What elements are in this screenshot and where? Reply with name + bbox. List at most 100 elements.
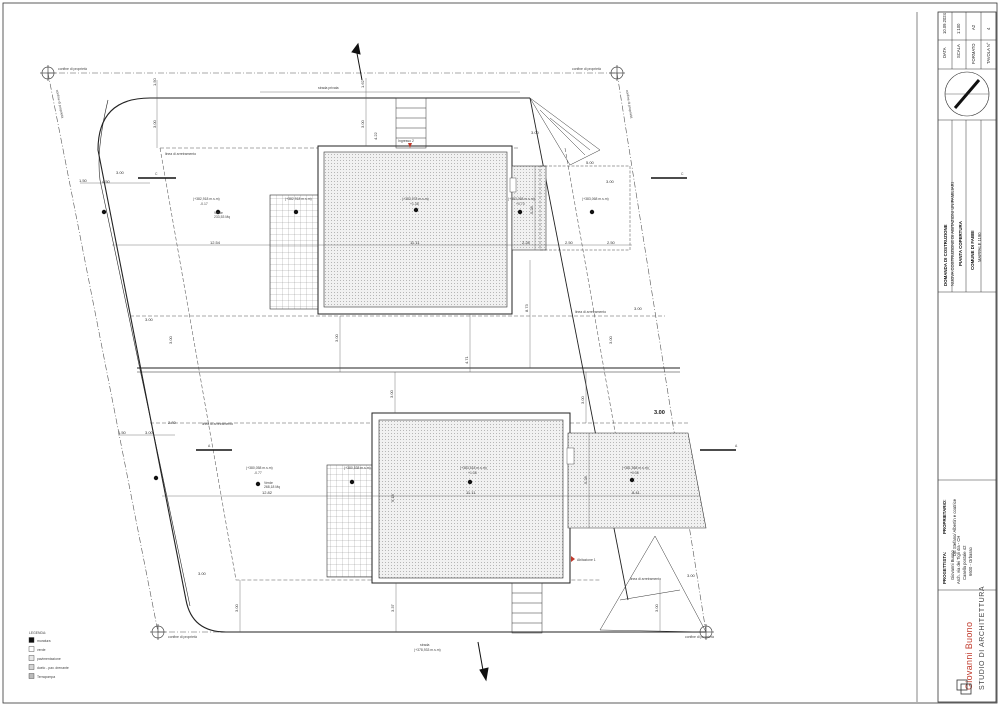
dim-150-low: 1.50 bbox=[118, 430, 127, 435]
dim-300-d: 3.00 bbox=[168, 335, 173, 344]
lower-entry-steps bbox=[511, 582, 543, 634]
dim-918: 9.18 bbox=[390, 493, 395, 502]
lower-house: Abitazione 1 bbox=[326, 412, 707, 634]
dim-300-k: 3.00 bbox=[687, 573, 696, 578]
north-arrow-top bbox=[351, 42, 363, 81]
lower-right-ramp bbox=[599, 535, 707, 633]
tb-data-value: 10.09.2024 bbox=[942, 12, 947, 34]
arretramento-2: linea di arretramento bbox=[575, 310, 606, 314]
confine-bottom-left: confine di proprietà bbox=[168, 635, 197, 639]
dim-250-a: 2.50 bbox=[565, 240, 574, 245]
legend: LEGENDA: muraturaverdepavimentazioneduel… bbox=[28, 631, 69, 679]
section-c-left: C bbox=[155, 172, 158, 176]
section-markers bbox=[138, 177, 736, 451]
section-a-right: A bbox=[735, 444, 738, 448]
tb-progettista-line3: Casella postale 42 bbox=[962, 545, 967, 580]
dim-300-n: 3.00 bbox=[531, 130, 540, 135]
level-upper-right-rel: +0.70 bbox=[516, 202, 525, 206]
dim-300-c: 3.00 bbox=[634, 306, 643, 311]
spot-level-markers bbox=[101, 207, 635, 487]
level-upper-mid: (+382,918 m.s.m) bbox=[285, 197, 312, 201]
dim-150-top: 1.50 bbox=[152, 77, 157, 86]
title-block: DATA 10.09.2024 SCALA 1:100 FORMATO A2 T… bbox=[916, 11, 997, 703]
verde-lower-label: Verde bbox=[264, 481, 273, 485]
verde-upper-label: Verde bbox=[214, 211, 223, 215]
dim-528-up: 5.28 bbox=[529, 205, 534, 214]
level-upper-left: (+382,918 m.s.m) bbox=[193, 197, 220, 201]
dim-1282: 12.82 bbox=[262, 490, 273, 495]
confine-bottom-right: confine di proprietà bbox=[685, 635, 714, 639]
studio-logo: Giovanni Buono STUDIO DI ARCHITETTURA bbox=[956, 586, 986, 695]
legend-title: LEGENDA: bbox=[29, 631, 46, 635]
level-upper-right: (+383,068 m.s.m) bbox=[508, 197, 535, 201]
dim-300-b: 3.00 bbox=[145, 317, 154, 322]
logo-mark-icon bbox=[956, 679, 972, 695]
arretramento-3: linea di arretramento bbox=[202, 422, 233, 426]
legend-swatch bbox=[28, 637, 35, 643]
level-lower-mid: (+380,538 m.s.m) bbox=[344, 466, 371, 470]
dim-300-g: 3.00 bbox=[389, 389, 394, 398]
dim-500-right: 5.00 bbox=[586, 160, 595, 165]
level-lower-main-rel: +1.38 bbox=[468, 471, 477, 475]
upper-right-paving bbox=[539, 165, 631, 251]
section-c-right: C bbox=[681, 172, 684, 176]
confine-right: confine di proprietà bbox=[625, 90, 633, 119]
level-lower-right: (+381,568 m.s.m) bbox=[622, 466, 649, 470]
verde-lower-value: 268,18 Mq bbox=[264, 485, 280, 489]
dim-300-i: 3.00 bbox=[654, 410, 665, 416]
legend-swatch bbox=[28, 646, 35, 652]
tb-project-line2: NUOVA COSTRUZIONE DI ABITAZIONI UNIFAMIL… bbox=[950, 182, 955, 286]
tb-proprietario-label: PROPRIETARIO: bbox=[942, 499, 947, 534]
dim-873: 8.73 bbox=[524, 303, 529, 312]
dim-280: 2.80 bbox=[168, 420, 177, 425]
dim-300-e: 3.00 bbox=[334, 333, 339, 342]
dimension-lines bbox=[80, 78, 700, 632]
tb-proprietario-value: DE Stefano/ Albertin e coatrice bbox=[952, 498, 957, 556]
dim-471: 4.71 bbox=[464, 355, 469, 364]
upper-entry-steps bbox=[395, 97, 427, 149]
tb-progettista-line2: Arch. via dei Tigli 4/a - CH bbox=[956, 536, 961, 584]
dim-450-left: 4.50 bbox=[102, 179, 111, 184]
tb-project-line4: COMUNE DI FABBI bbox=[970, 230, 975, 270]
tb-project-line5: MAPPALE 1190 bbox=[977, 232, 982, 262]
arretramento-1: linea di arretramento bbox=[165, 152, 196, 156]
dim-1111-up: 11.11 bbox=[410, 240, 420, 245]
dim-337: 3.37 bbox=[390, 603, 395, 612]
dim-162: 1.62 bbox=[360, 79, 365, 88]
logo-name: Giovanni Buono bbox=[964, 622, 974, 690]
ingresso-lower-label: Abitazione 1 bbox=[577, 558, 596, 562]
level-bottom-street: (+378,933 m.s.m) bbox=[414, 648, 441, 652]
strada-privata-label: strada privata bbox=[318, 86, 339, 90]
tb-scala-value: 1:100 bbox=[956, 23, 961, 34]
lower-roof bbox=[378, 419, 564, 579]
legend-item-label: verde bbox=[37, 648, 46, 652]
upper-house: Ingresso 2 bbox=[269, 97, 631, 315]
dim-1111-low: 11.11 bbox=[466, 490, 476, 495]
dim-300-low: 3.00 bbox=[145, 430, 154, 435]
logo-subtitle: STUDIO DI ARCHITETTURA bbox=[979, 586, 986, 690]
dim-300-m: 3.00 bbox=[654, 603, 659, 612]
tb-formato-value: A2 bbox=[971, 24, 976, 30]
strada-bottom-label: strada bbox=[420, 643, 430, 647]
confine-top-left: confine di proprietà bbox=[58, 67, 87, 71]
level-upper-main: (+383,978 m.s.m) bbox=[402, 197, 429, 201]
level-lower-main: (+383,518 m.s.m) bbox=[460, 466, 487, 470]
tb-project-line3: PIANTA COPERTURA bbox=[958, 220, 963, 266]
tb-tavola-value: 4 bbox=[986, 27, 991, 30]
site-plan: strada privata Ingresso 2 bbox=[28, 42, 738, 682]
tb-progettista-line4: 6600 - Orbasso bbox=[968, 546, 973, 576]
dim-300-f: 3.00 bbox=[608, 335, 613, 344]
dim-228: 2.28 bbox=[522, 240, 531, 245]
arretramento-4: linea di arretramento bbox=[630, 577, 661, 581]
confine-left: confine di proprietà bbox=[55, 89, 64, 118]
upper-right-ramp bbox=[529, 97, 601, 166]
dim-422: 4.22 bbox=[373, 131, 378, 140]
confine-top-right: confine di proprietà bbox=[572, 67, 601, 71]
tb-formato-label: FORMATO bbox=[971, 43, 976, 64]
level-upper-far: (+383,068 m.s.m) bbox=[582, 197, 609, 201]
dim-300-left: 3.00 bbox=[116, 170, 125, 175]
compass-icon bbox=[944, 71, 990, 117]
legend-item-label: Terrapompa bbox=[37, 675, 55, 679]
legend-swatch bbox=[28, 673, 35, 679]
north-arrow-bottom bbox=[477, 641, 489, 682]
